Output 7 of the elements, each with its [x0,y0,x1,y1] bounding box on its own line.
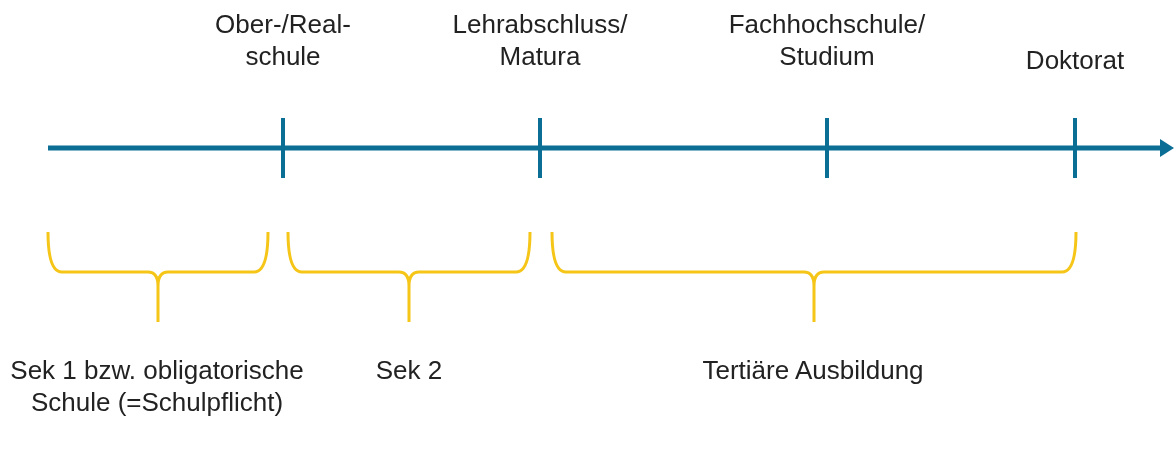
bracket-label: Tertiäre Ausbildung [701,354,925,386]
stage-label: Ober-/Real- schule [214,8,352,72]
stage-label: Doktorat [1024,44,1126,76]
stage-label: Fachhochschule/ Studium [727,8,927,72]
bracket-label: Sek 1 bzw. obligatorische Schule (=Schulpflicht) [9,354,305,418]
stage-label: Lehrabschluss/ Matura [451,8,629,72]
bracket-label: Sek 2 [374,354,444,386]
